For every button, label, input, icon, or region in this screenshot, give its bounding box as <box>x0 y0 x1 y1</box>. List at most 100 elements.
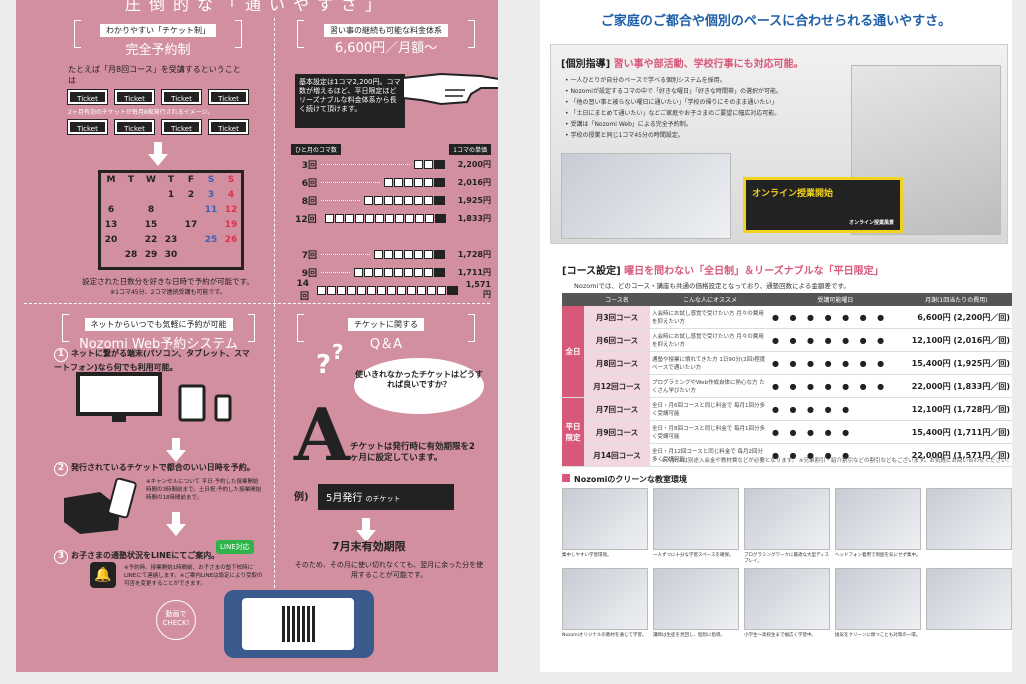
pricing-tag: 習い事の継続も可能な料金体系 <box>324 24 448 37</box>
hand-phone-icon <box>64 478 137 534</box>
calendar-day <box>181 203 201 218</box>
course-row: 月8回コース通塾や授業に慣れてきた方 1日90分(2回)程度ペースで通いたい方●… <box>562 351 1012 375</box>
step-2-text: 発行されているチケットで都合のいい日時を予約。 <box>71 463 255 472</box>
ticket-block <box>426 285 436 295</box>
ticket-icon: Ticket <box>208 89 249 105</box>
ticket-blocks <box>384 177 445 187</box>
calendar-day: 20 <box>104 235 118 245</box>
ticket-block <box>324 213 334 223</box>
pricing-explanation: 基本設定は1コマ2,200円。コマ数が増えるほど、平日限定ほどリーズナブルな料金… <box>295 74 405 128</box>
web-booking-section: ネットからいつでも気軽に予約が可能 Nozomi Web予約システム <box>56 312 261 352</box>
calendar-day: 26 <box>224 235 238 245</box>
qr-code-icon[interactable] <box>282 606 316 642</box>
ticket-block <box>364 195 373 205</box>
ticket-block <box>424 159 433 169</box>
ticket-block <box>384 249 393 259</box>
calendar-day: 15 <box>144 220 158 230</box>
course-title: 曜日を問わない「全日制」＆リーズナブルな「平日限定」 <box>624 266 884 277</box>
course-table-body: 全日月3回コース入会時にお試し感覚で受けたい方 月々の費用を抑えたい方● ● ●… <box>562 306 1012 467</box>
ticket-block <box>364 267 373 277</box>
step-3-text: お子さまの通塾状況をLINEにてご案内。 <box>71 551 220 560</box>
ticket-icon: Ticket <box>114 89 155 105</box>
online-label: オンライン授業開始 <box>752 189 834 199</box>
ticket-block <box>356 285 366 295</box>
calendar-day <box>141 188 161 203</box>
hero-tag: [個別指導] <box>561 59 611 70</box>
ticket-icon: Ticket <box>114 119 155 135</box>
step-number: 1 <box>54 348 68 362</box>
day-header: T <box>167 175 175 185</box>
price-row-label: 12回 <box>295 214 317 225</box>
course-days: ● ● ● ● ● ● ● <box>770 374 901 398</box>
ticket-blocks <box>374 249 445 259</box>
course-price: 22,000円 (1,833円／回) <box>900 374 1012 398</box>
example-label: 例) <box>294 492 309 503</box>
calendar-day <box>221 248 241 263</box>
calendar-day: 8 <box>147 205 155 215</box>
calendar-day: 29 <box>144 250 158 260</box>
calendar-day <box>101 248 121 263</box>
lessons-per-month-label: ひと月のコマ数 <box>291 144 341 155</box>
day-header: T <box>127 175 135 185</box>
ticket-block <box>434 267 445 277</box>
course-price: 15,400円 (1,711円／回) <box>900 420 1012 444</box>
course-recommend: 通塾や授業に慣れてきた方 1日90分(2回)程度ペースで通いたい方 <box>650 351 770 375</box>
calendar-day: 19 <box>224 220 238 230</box>
leader-dots <box>321 271 350 273</box>
ticket-block <box>396 285 406 295</box>
ticket-block <box>316 285 326 295</box>
course-group: 平日限定 <box>562 397 584 467</box>
course-row: 全日月3回コース入会時にお試し感覚で受けたい方 月々の費用を抑えたい方● ● ●… <box>562 306 1012 398</box>
ticket-block <box>384 267 393 277</box>
ticket-block <box>374 195 383 205</box>
ticket-block <box>346 285 356 295</box>
ticket-title: 完全予約制 <box>125 43 191 58</box>
ticket-block <box>414 267 423 277</box>
hero-bullet: • 「土日にまとめて通いたい」などご家庭やお子さまのご要望に幅広対応可能。 <box>565 110 781 117</box>
hero-heading: [個別指導] 習い事や部活動、学校行事にも対応可能。 <box>561 55 804 70</box>
ticket-section: わかりやすい「チケット制」 完全予約制 たとえば「月8回コース」を受講するという… <box>67 18 249 183</box>
course-tag: [コース設定] <box>562 266 621 277</box>
ticket-block <box>424 267 433 277</box>
ticket-block <box>394 213 404 223</box>
recommend-header: こんな人にオススメ <box>650 293 770 306</box>
ticket-heading: わかりやすい「チケット制」 完全予約制 <box>68 18 248 58</box>
ticket-block <box>344 213 354 223</box>
course-name: 月3回コース <box>584 306 650 329</box>
pointing-hand-icon <box>402 72 498 106</box>
calendar-day: 25 <box>204 235 218 245</box>
day-header: S <box>227 175 235 185</box>
photo-caption: 一人ずつに十分な学習スペースを確保。 <box>653 553 734 558</box>
ticket-block <box>404 213 414 223</box>
pricing-heading: 習い事の継続も可能な料金体系 6,600円／月額〜 <box>291 18 481 56</box>
devices-icon <box>76 372 232 422</box>
cancel-note: ※キャンセルについて 平日:予約した授業開始時間の3時間前まで。土日祝:予約した… <box>146 479 262 501</box>
step-1-text: ネットに繋がる端末(パソコン、タブレット、スマートフォン)なら何でも利用可能。 <box>54 349 250 372</box>
ticket-block <box>434 249 445 259</box>
ticket-block <box>374 267 383 277</box>
course-name: 月8回コース <box>584 351 650 375</box>
calendar-day: 1 <box>167 190 175 200</box>
calendar-day: 6 <box>107 205 115 215</box>
course-days: ● ● ● ● ● <box>770 397 901 421</box>
student-photo <box>561 153 731 239</box>
ticket-block <box>446 285 458 295</box>
price-row-amount: 1,571円 <box>465 280 491 299</box>
photo-caption: プログラミングワークに最適な大型ディスプレイ。 <box>744 553 830 564</box>
video-check-link[interactable]: 動画でCHECK! <box>156 600 196 640</box>
ticket-block <box>384 177 393 187</box>
ticket-block <box>414 195 423 205</box>
ticket-block <box>354 267 363 277</box>
calendar-day <box>121 188 141 203</box>
day-header: M <box>106 175 116 185</box>
course-days: ● ● ● ● ● <box>770 443 901 467</box>
course-price: 15,400円 (1,925円／回) <box>900 351 1012 375</box>
